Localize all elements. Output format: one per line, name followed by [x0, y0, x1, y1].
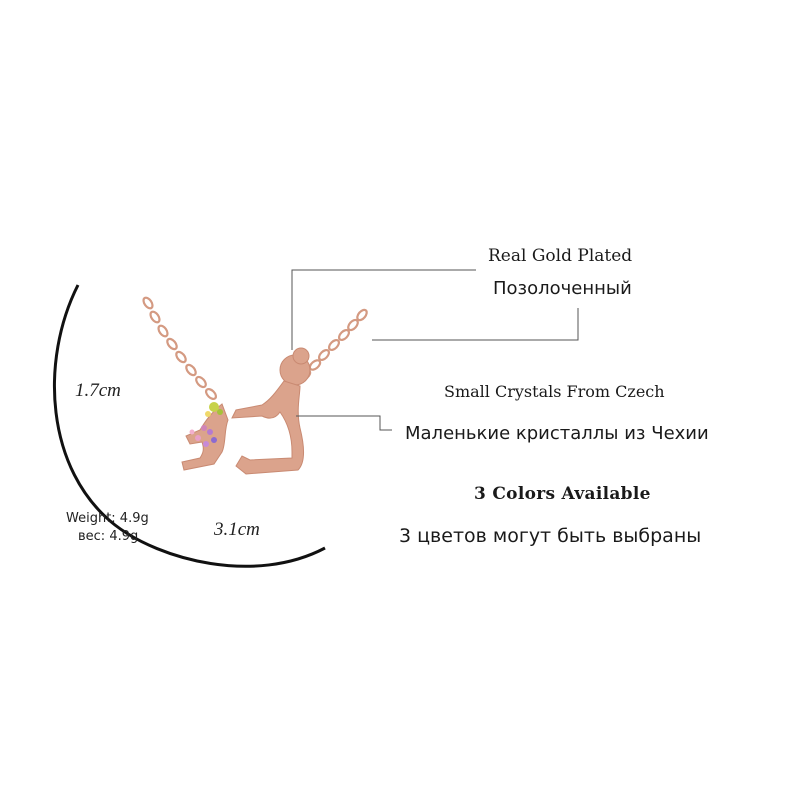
- crystals-label-en: Small Crystals From Czech: [444, 382, 665, 401]
- mother-figure: [231, 347, 311, 475]
- weight-label-ru: вес: 4.9g: [78, 529, 139, 544]
- colors-label-ru: 3 цветов могут быть выбраны: [399, 525, 702, 547]
- height-dimension-label: 1.7cm: [75, 380, 121, 401]
- plating-label-ru: Позолоченный: [493, 278, 632, 299]
- plating-label-en: Real Gold Plated: [488, 246, 633, 266]
- leader-line-chain: [372, 308, 579, 341]
- child-figure: [181, 402, 229, 471]
- leader-lines: [291, 269, 579, 431]
- width-dimension-label: 3.1cm: [214, 519, 260, 540]
- leader-line-plating: [291, 269, 476, 350]
- chain-left: [142, 296, 218, 401]
- dimension-arc: [52, 284, 326, 568]
- crystals-label-ru: Маленькие кристаллы из Чехии: [405, 423, 709, 444]
- weight-label-en: Weight: 4.9g: [66, 511, 149, 526]
- leader-line-crystals: [296, 415, 392, 431]
- colors-label-en: 3 Colors Available: [474, 484, 651, 504]
